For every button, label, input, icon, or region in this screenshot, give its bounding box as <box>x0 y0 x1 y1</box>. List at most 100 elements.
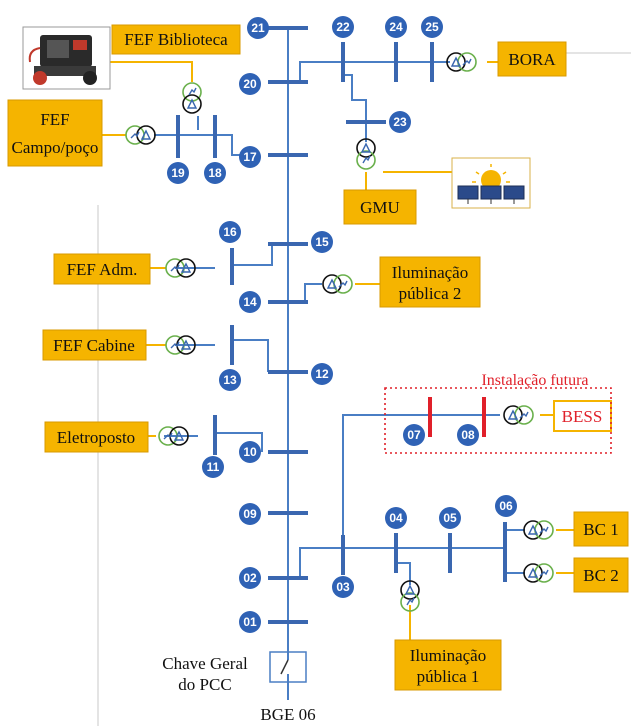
bus-node-17: 17 <box>239 146 261 168</box>
solar-panel-icon <box>451 157 531 209</box>
bus-node-06: 06 <box>495 495 517 517</box>
bus-node-20: 20 <box>239 73 261 95</box>
bus-node-circle <box>385 16 407 38</box>
bus-node-label: 19 <box>171 166 185 180</box>
bus-node-circle <box>239 567 261 589</box>
bus-node-circle <box>219 221 241 243</box>
bus-node-label: 13 <box>223 373 237 387</box>
load-boxes <box>7 24 629 691</box>
fef-campo-box <box>7 99 103 167</box>
bus-node-11: 11 <box>202 456 224 478</box>
bus-node-label: 01 <box>243 615 257 629</box>
bus-node-label: 20 <box>243 77 257 91</box>
fef-adm-label: FEF Adm. <box>67 260 138 279</box>
bus-node-21: 21 <box>247 17 269 39</box>
fef-adm-box <box>53 253 151 285</box>
bus-node-circle <box>239 503 261 525</box>
bus-node-09: 09 <box>239 503 261 525</box>
bess-label: BESS <box>562 407 603 426</box>
bus-node-label: 22 <box>336 20 350 34</box>
bus-node-circle <box>311 231 333 253</box>
bus-node-circle <box>495 495 517 517</box>
future-bus-bars <box>428 397 486 437</box>
bus-node-01: 01 <box>239 611 261 633</box>
bus-node-label: 05 <box>443 511 457 525</box>
bus-node-label: 18 <box>208 166 222 180</box>
load-links <box>102 61 574 640</box>
chave-geral-label-1: Chave Geral <box>162 654 248 673</box>
bus-node-circle <box>239 441 261 463</box>
bus-node-15: 15 <box>311 231 333 253</box>
bge-label: BGE 06 <box>260 705 315 724</box>
bus-node-circle <box>403 424 425 446</box>
bus-node-22: 22 <box>332 16 354 38</box>
bus-node-04: 04 <box>385 507 407 529</box>
bus-node-13: 13 <box>219 369 241 391</box>
transformer-icon <box>446 52 477 72</box>
bus-node-circle <box>389 111 411 133</box>
bus-node-circle <box>332 16 354 38</box>
bus-node-label: 16 <box>223 225 237 239</box>
connection-lines <box>154 61 525 585</box>
bus-node-label: 21 <box>251 21 265 35</box>
bus-node-circle <box>247 17 269 39</box>
bus-node-circle <box>202 456 224 478</box>
bus-node-07: 07 <box>403 424 425 446</box>
bess-box <box>553 400 612 432</box>
bus-node-25: 25 <box>421 16 443 38</box>
bus-node-05: 05 <box>439 507 461 529</box>
fef-biblioteca-box <box>111 24 241 55</box>
bus-node-circle <box>421 16 443 38</box>
eletroposto-label: Eletroposto <box>57 428 135 447</box>
fef-cabine-label: FEF Cabine <box>53 336 135 355</box>
fef-campo-label-1: FEF <box>40 110 69 129</box>
bus-node-circle <box>332 576 354 598</box>
iluminacao2-label-1: Iluminação <box>392 263 468 282</box>
bus-node-12: 12 <box>311 363 333 385</box>
bus-node-circle <box>239 611 261 633</box>
chave-geral-label-2: do PCC <box>178 675 231 694</box>
bus-node-08: 08 <box>457 424 479 446</box>
bus-node-label: 25 <box>425 20 439 34</box>
bus-node-label: 23 <box>393 115 407 129</box>
bus-node-label: 12 <box>315 367 329 381</box>
bus-node-label: 09 <box>243 507 257 521</box>
instalacao-futura-label: Instalação futura <box>481 372 588 389</box>
bus-node-circle <box>239 146 261 168</box>
bus-node-label: 04 <box>389 511 403 525</box>
gmu-label: GMU <box>360 198 400 217</box>
transformer-icon <box>503 405 534 425</box>
bora-box <box>497 41 567 77</box>
gmu-box <box>343 189 417 225</box>
bus-node-circle <box>239 291 261 313</box>
bus-node-23: 23 <box>389 111 411 133</box>
switch-icon <box>269 651 307 683</box>
bus-node-label: 02 <box>243 571 257 585</box>
bus-node-label: 07 <box>407 428 421 442</box>
bus-node-circle <box>239 73 261 95</box>
bus-node-label: 17 <box>243 150 257 164</box>
fef-cabine-box <box>42 329 147 361</box>
iluminacao1-label-2: pública 1 <box>417 667 480 686</box>
fef-biblioteca-label: FEF Biblioteca <box>124 30 228 49</box>
iluminacao2-box <box>379 256 481 308</box>
bus-node-label: 10 <box>243 445 257 459</box>
iluminacao1-box <box>394 639 502 691</box>
transformer-icon <box>523 563 554 583</box>
transformer-icon <box>356 138 376 170</box>
bus-node-label: 03 <box>336 580 350 594</box>
bora-label: BORA <box>508 50 556 69</box>
bc1-label: BC 1 <box>583 520 618 539</box>
bus-node-19: 19 <box>167 162 189 184</box>
bus-node-circle <box>204 162 226 184</box>
bus-node-label: 24 <box>389 20 403 34</box>
bus-node-circle <box>311 363 333 385</box>
bus-node-circle <box>439 507 461 529</box>
generator-icon <box>22 26 111 90</box>
bc2-label: BC 2 <box>583 566 618 585</box>
transformer-icon <box>182 82 202 114</box>
transformer-icon <box>125 125 156 145</box>
transformer-icon <box>322 274 353 294</box>
